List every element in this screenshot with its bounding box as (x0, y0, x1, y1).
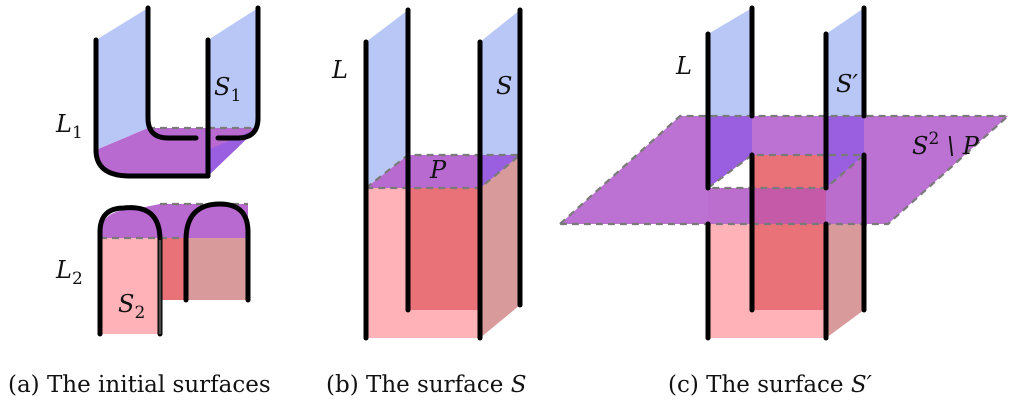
label-s2-minus-p: S2 \ P (912, 129, 980, 160)
curve-l1 (93, 37, 211, 179)
plane-s2-minus-p (560, 116, 1008, 224)
s1-front-wall (96, 8, 148, 150)
sp-red-inner (752, 155, 826, 310)
label-l-c: L (675, 52, 692, 80)
p-dashed-edge (365, 153, 524, 190)
label-s-prime: S′ (836, 70, 858, 98)
s-rose-back (480, 155, 520, 338)
panel-b-surface-s: L S P (b) The surface S (326, 7, 526, 398)
label-l: L (331, 56, 348, 84)
caption-b: (b) The surface S (326, 372, 526, 398)
curve-s1-edge (205, 5, 261, 179)
label-l2: L2 (55, 256, 83, 289)
plane-dashed-outer (559, 114, 1011, 226)
label-s2: S2 (118, 290, 145, 323)
panel-c-surface-s-prime: L S′ S2 \ P (c) The surface S′ (559, 5, 1011, 398)
label-l1: L1 (55, 110, 83, 143)
s1-back-wall (208, 8, 258, 150)
caption-a: (a) The initial surfaces (8, 372, 271, 398)
label-p: P (429, 156, 447, 184)
label-s1: S1 (214, 73, 241, 106)
plane-front-red (752, 188, 826, 224)
plane-dark-left (708, 116, 752, 188)
plane-dark-right (826, 116, 864, 188)
s2-front-wall (100, 238, 160, 334)
hole-dashed-edge (707, 153, 867, 190)
s1-bottom-dark (208, 128, 258, 176)
caption-c: (c) The surface S′ (668, 372, 873, 398)
label-s: S (496, 72, 512, 100)
s2-top-face (100, 204, 248, 238)
curve-l1-back (145, 5, 199, 141)
s-blue-back (480, 10, 520, 188)
s-blue-front (366, 10, 408, 188)
s-red-inner (408, 188, 480, 310)
curve-s2-back (183, 201, 251, 303)
panel-a-initial-surfaces: L1 S1 L2 S2 (a) The initial surfaces (8, 5, 271, 398)
curve-l2 (97, 205, 163, 337)
